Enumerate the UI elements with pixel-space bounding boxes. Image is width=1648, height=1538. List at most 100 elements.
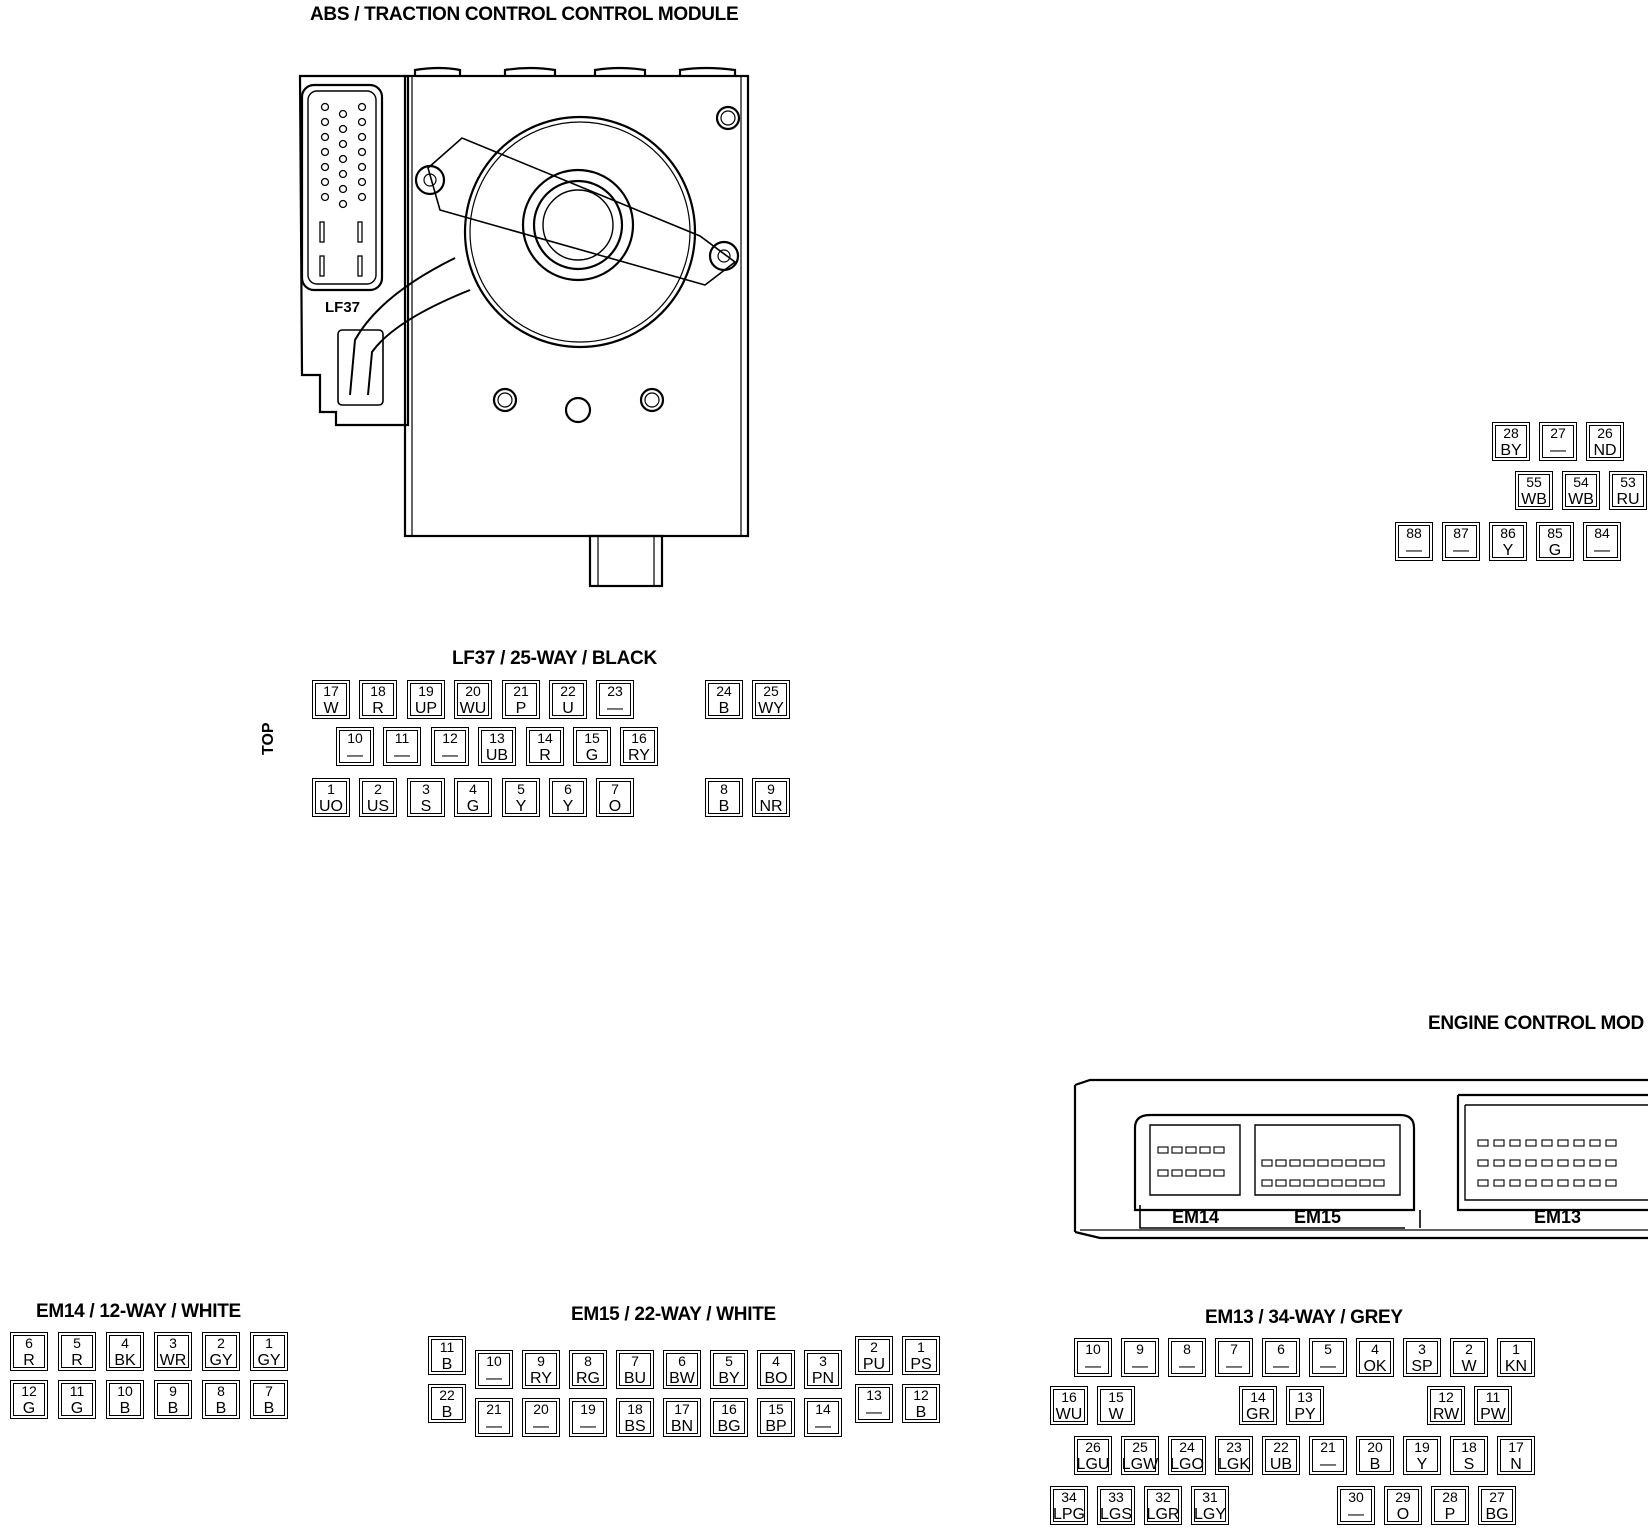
pin-number: 2 <box>374 780 382 797</box>
wire-color: — <box>1179 1357 1195 1375</box>
pin-number: 1 <box>265 1334 273 1351</box>
wire-color: LGR <box>1146 1505 1180 1523</box>
pin-number: 3 <box>169 1334 177 1351</box>
wire-color: BN <box>670 1417 694 1435</box>
pin-number: 29 <box>1395 1488 1411 1505</box>
pin-number: 32 <box>1155 1488 1171 1505</box>
lf37-port-label: LF37 <box>325 299 360 316</box>
pin-number: 2 <box>1465 1340 1473 1357</box>
pin-number: 4 <box>469 780 477 797</box>
pin-number: 27 <box>1550 424 1566 441</box>
wire-color: B <box>441 1355 453 1373</box>
wire-color: B <box>167 1399 179 1417</box>
pin-number: 11 <box>439 1338 455 1355</box>
wire-color: B <box>915 1403 927 1421</box>
wire-color: UP <box>414 699 438 717</box>
wire-color: RG <box>576 1369 600 1387</box>
pin-number: 54 <box>1573 473 1589 490</box>
wire-color: GY <box>257 1351 281 1369</box>
em13-connector-title: EM13 / 34-WAY / GREY <box>1205 1307 1403 1328</box>
pin-number: 31 <box>1202 1488 1218 1505</box>
pin-number: 86 <box>1500 524 1516 541</box>
abs-module-title: ABS / TRACTION CONTROL CONTROL MODULE <box>310 4 739 25</box>
pin-number: 6 <box>25 1334 33 1351</box>
wire-color: — <box>533 1417 549 1435</box>
top-orientation-label: TOP <box>260 722 277 755</box>
em13-pin-9: 9— <box>1121 1338 1159 1377</box>
wire-color: — <box>1320 1357 1336 1375</box>
pin-number: 17 <box>323 682 339 699</box>
wire-color: R <box>539 746 551 764</box>
pin-number: 19 <box>580 1400 596 1417</box>
pin-number: 14 <box>815 1400 831 1417</box>
wire-color: — <box>1453 541 1469 559</box>
abs-module-drawing: LF37 <box>298 66 750 588</box>
wire-color: KN <box>1504 1357 1528 1375</box>
wire-color: — <box>1132 1357 1148 1375</box>
pin-number: 27 <box>1489 1488 1505 1505</box>
em15-pin-14: 14— <box>804 1398 842 1437</box>
pin-number: 20 <box>465 682 481 699</box>
wire-color: — <box>607 699 623 717</box>
pin-number: 16 <box>1061 1388 1077 1405</box>
wire-color: — <box>1406 541 1422 559</box>
pin-number: 9 <box>1136 1340 1144 1357</box>
pin-number: 15 <box>584 729 600 746</box>
wire-color: PY <box>1294 1405 1316 1423</box>
lf37-pin-11: 11— <box>383 727 421 766</box>
pin-number: 21 <box>486 1400 502 1417</box>
pin-number: 30 <box>1348 1488 1364 1505</box>
pin-number: 20 <box>533 1400 549 1417</box>
wire-color: LGK <box>1217 1455 1250 1473</box>
pin-number: 10 <box>347 729 363 746</box>
wire-color: UB <box>485 746 509 764</box>
pin-number: 12 <box>21 1382 37 1399</box>
wire-color: BU <box>623 1369 647 1387</box>
wire-color: G <box>70 1399 84 1417</box>
em13-pin-8: 8— <box>1168 1338 1206 1377</box>
pin-number: 24 <box>1179 1438 1195 1455</box>
wire-color: WU <box>1055 1405 1083 1423</box>
wire-color: PN <box>811 1369 835 1387</box>
wire-color: B <box>215 1399 227 1417</box>
wire-color: WR <box>159 1351 187 1369</box>
em15-pin-13: 13— <box>855 1384 893 1423</box>
pin-number: 18 <box>627 1400 643 1417</box>
pin-number: 22 <box>439 1386 455 1403</box>
pin-number: 88 <box>1406 524 1422 541</box>
ecm-partial-pin-84: 84— <box>1583 522 1621 561</box>
pin-number: 24 <box>716 682 732 699</box>
pin-number: 19 <box>418 682 434 699</box>
pin-number: 6 <box>678 1352 686 1369</box>
pin-number: 7 <box>1230 1340 1238 1357</box>
lf37-connector-title: LF37 / 25-WAY / BLACK <box>452 648 657 669</box>
wire-color: BO <box>764 1369 788 1387</box>
wire-color: — <box>442 746 458 764</box>
